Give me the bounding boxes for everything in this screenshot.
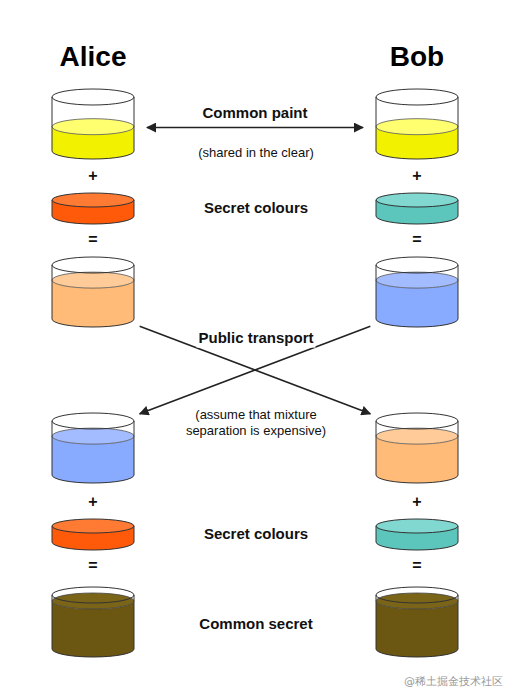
secret-colour-disc: [376, 193, 458, 224]
equals-sign: =: [86, 556, 99, 576]
cup-outline: [375, 88, 459, 160]
paint-cup: Alice: [51, 88, 135, 160]
secret-colour-disc: [376, 519, 458, 550]
paint-cup: [375, 412, 459, 484]
plus-sign: +: [410, 492, 423, 512]
edge-label: Common paint: [201, 103, 310, 122]
secret-colour-disc: [52, 519, 134, 550]
note-text: (shared in the clear): [196, 145, 316, 161]
step-label: Secret colours: [202, 525, 310, 544]
secret-cup: [52, 587, 134, 657]
cup-outline: [51, 256, 135, 328]
note-text: (assume that mixture separation is expen…: [169, 407, 343, 440]
column-heading: Bob: [390, 40, 444, 74]
paint-transfer-arrow: [140, 326, 371, 414]
cup-outline: [375, 412, 459, 484]
plus-sign: +: [86, 492, 99, 512]
plus-sign: +: [86, 166, 99, 186]
secret-cup: [376, 587, 458, 657]
equals-sign: =: [410, 230, 423, 250]
column-heading: Alice: [60, 40, 127, 74]
equals-sign: =: [86, 230, 99, 250]
step-label: Secret colours: [202, 199, 310, 218]
paint-cup: Bob: [375, 88, 459, 160]
paint-transfer-arrow: [147, 127, 363, 129]
cup-outline: [375, 256, 459, 328]
paint-transfer-arrow: [140, 326, 371, 414]
cup-outline: [51, 88, 135, 160]
paint-cup: [51, 412, 135, 484]
step-label: Common secret: [197, 615, 314, 634]
cup-outline: [51, 412, 135, 484]
plus-sign: +: [410, 166, 423, 186]
secret-colour-disc: [52, 193, 134, 224]
paint-cup: [51, 256, 135, 328]
watermark: @稀土掘金技术社区: [402, 675, 505, 689]
step-label: Public transport: [196, 329, 315, 348]
paint-cup: [375, 256, 459, 328]
equals-sign: =: [410, 556, 423, 576]
